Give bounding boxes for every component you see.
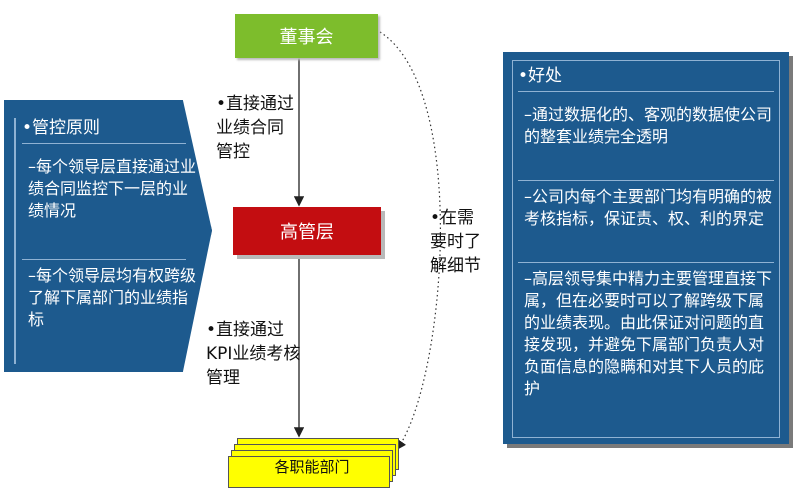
benefit-item-2: –公司内每个主要部门均有明确的被考核指标，保证责、权、利的界定 <box>524 187 773 228</box>
principle-item-1: –每个领导层直接通过业绩合同监控下一层的业绩情况 <box>28 157 197 220</box>
connector-layer <box>293 31 441 450</box>
principle-item-2: –每个领导层均有权跨级了解下属部门的业绩指标 <box>28 266 197 329</box>
node-board: 董事会 <box>235 14 378 58</box>
principle-panel <box>4 100 212 372</box>
label-board-to-exec: •直接通过业绩合同管控 <box>216 94 295 162</box>
benefit-item-1: –通过数据化的、客观的数据使公司的整套业绩完全透明 <box>524 105 773 146</box>
benefit-divider-2 <box>518 262 774 263</box>
benefit-panel-frame <box>512 60 780 438</box>
node-exec: 高管层 <box>233 207 381 255</box>
principle-divider <box>22 259 186 260</box>
benefit-divider-1 <box>518 180 774 181</box>
principle-panel-frame <box>14 118 184 364</box>
benefit-item-3: –高层领导集中精力主要管理直接下属，但在必要时可以了解跨级下属的业绩表现。由此保… <box>524 269 773 398</box>
benefit-heading: •好处 <box>518 65 774 92</box>
label-board-to-dept: •在需要时了解细节 <box>430 208 481 276</box>
principle-heading: •管控原则 <box>22 117 186 144</box>
label-exec-to-dept: •直接通过KPI业绩考核管理 <box>206 320 301 388</box>
benefit-panel <box>503 52 789 444</box>
node-dept: 各职能部门 <box>274 458 350 476</box>
